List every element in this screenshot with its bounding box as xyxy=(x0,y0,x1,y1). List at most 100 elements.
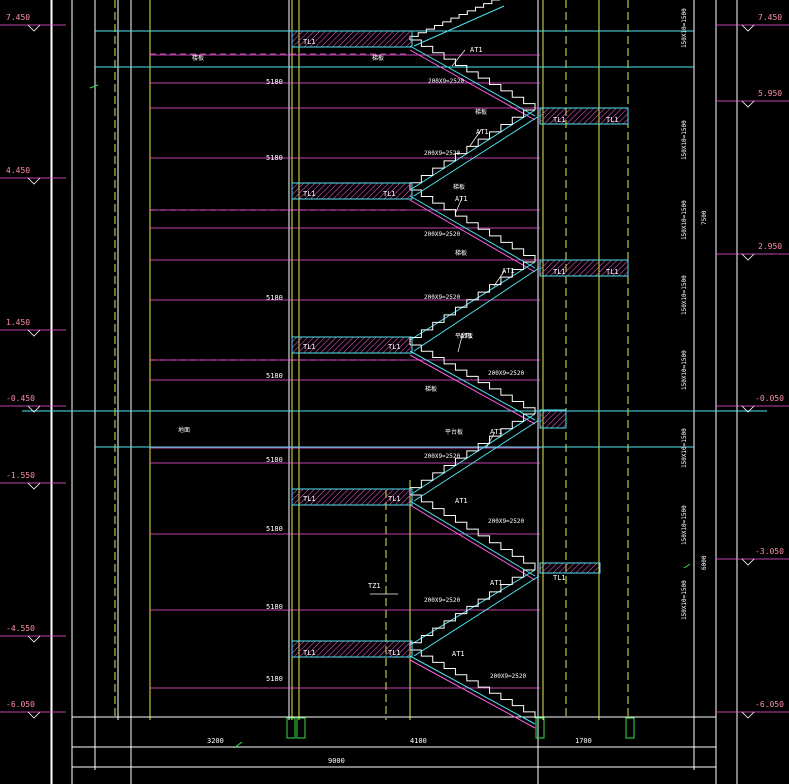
dim-5180: 5180 xyxy=(266,372,283,380)
stair-steps xyxy=(410,39,536,110)
stair-soffit-hatch xyxy=(409,354,536,425)
stair-steps xyxy=(410,649,536,718)
at-tag: AT1 xyxy=(455,195,468,203)
leader-line xyxy=(485,431,496,449)
at-tag: AT1 xyxy=(502,267,515,275)
bottom-dims: 3200 4100 1700 9000 xyxy=(207,737,592,765)
vertical-dim: 150X10=1500 xyxy=(681,350,688,390)
beam-tag: TL1 xyxy=(388,343,401,351)
stair-soffit xyxy=(413,575,540,657)
dim-5180: 5180 xyxy=(266,456,283,464)
stair-soffit xyxy=(413,5,505,47)
level-marker-triangle xyxy=(27,24,41,32)
landing-slab xyxy=(539,259,629,277)
vertical-dim: 150X10=1500 xyxy=(681,580,688,620)
level-label-right: 7.450 xyxy=(758,13,782,22)
level-marker-triangle xyxy=(741,24,755,32)
at-tag: AT1 xyxy=(476,128,489,136)
stair-stringer xyxy=(409,569,536,646)
stair-soffit xyxy=(413,267,540,352)
landing-slab xyxy=(539,107,629,125)
beam-tag: TL1 xyxy=(303,343,316,351)
right-vertical-dims: 150X10=1500 150X10=1500 150X10=1500 150X… xyxy=(681,8,708,620)
level-label-right: 5.950 xyxy=(758,89,782,98)
step-spec: 200X9=2520 xyxy=(424,453,461,460)
stair-soffit xyxy=(409,350,536,421)
level-label-left: -6.050 xyxy=(6,700,35,709)
floor-tag: 平台板 xyxy=(445,428,463,436)
step-spec: 200X9=2520 xyxy=(488,518,525,525)
beam-tag: TL1 xyxy=(388,495,401,503)
stair-steps xyxy=(410,494,536,570)
level-label-left: 4.450 xyxy=(6,166,30,175)
landing-slab xyxy=(291,640,413,658)
dim-5180: 5180 xyxy=(266,675,283,683)
level-marker-triangle xyxy=(27,635,41,643)
stair-steps xyxy=(410,189,536,262)
level-marker-triangle xyxy=(27,711,41,719)
level-marker-triangle xyxy=(27,405,41,413)
break-mark xyxy=(233,741,243,749)
level-marker-triangle xyxy=(741,558,755,566)
stair-soffit xyxy=(409,500,536,577)
floor-tag: 梯板 xyxy=(455,249,467,257)
beam-tag: TL1 xyxy=(606,116,619,124)
foundation-outline xyxy=(94,716,695,748)
step-spec: 200X9=2520 xyxy=(428,78,465,85)
stair-soffit xyxy=(413,115,540,197)
annotation-texts xyxy=(89,49,691,749)
leader-line xyxy=(469,129,482,147)
level-label-left: -4.550 xyxy=(6,624,35,633)
beam-tag: TL1 xyxy=(553,116,566,124)
flight-tags: AT1 AT1 AT1 AT1 AT1 AT1 AT1 AT1 AT1 200X… xyxy=(266,46,527,683)
pile-cap xyxy=(625,717,635,739)
beam-tag: TL1 xyxy=(553,268,566,276)
step-spec: 200X9=2520 xyxy=(424,231,461,238)
vertical-dim: 150X10=1500 xyxy=(681,428,688,468)
vertical-dim: 6000 xyxy=(701,555,708,570)
floor-tag: 地面 xyxy=(178,426,190,434)
leader-line xyxy=(454,197,463,215)
floor-tag: 平台板 xyxy=(455,332,473,340)
level-marker-triangle xyxy=(27,329,41,337)
landing-slab xyxy=(291,30,413,48)
floor-tag: 梯板 xyxy=(425,385,437,393)
leader-line xyxy=(451,49,466,67)
step-spec: 200X9=2520 xyxy=(424,294,461,301)
stair-soffit xyxy=(409,45,536,117)
floor-tag: 梯板 xyxy=(372,54,384,62)
vertical-dim: 150X10=1500 xyxy=(681,120,688,160)
level-label-right: -6.050 xyxy=(755,700,784,709)
stair-steps xyxy=(409,109,535,190)
stair-soffit xyxy=(409,195,536,269)
foundation-outline xyxy=(71,716,717,768)
dim-5180: 5180 xyxy=(266,294,283,302)
level-marker-triangle xyxy=(741,711,755,719)
level-label-left: -1.550 xyxy=(6,471,35,480)
at-tag: AT1 xyxy=(460,332,473,340)
level-marker-triangle xyxy=(27,482,41,490)
pile-cap xyxy=(286,717,296,739)
dim-5180: 5180 xyxy=(266,603,283,611)
stair-soffit-hatch xyxy=(409,659,536,729)
stair-steps xyxy=(409,413,535,495)
step-spec: 200X9=2520 xyxy=(424,597,461,604)
bottom-dim: 3200 xyxy=(207,737,224,745)
level-label-left: -0.450 xyxy=(6,394,35,403)
landing-slab xyxy=(291,182,413,200)
floor-tags: 楼板 梯板 梯板 梯板 梯板 平台板 梯板 地面 平台板 xyxy=(178,54,487,436)
level-marker-triangle xyxy=(741,253,755,261)
level-marker-triangle xyxy=(27,177,41,185)
stair-soffit-hatch xyxy=(409,199,536,273)
level-marker-triangle xyxy=(741,100,755,108)
level-label-left: 7.450 xyxy=(6,13,30,22)
break-mark xyxy=(683,563,691,569)
stair-soffit xyxy=(409,655,536,725)
column-tag: TZ1 xyxy=(368,582,381,590)
stair-soffit-hatch xyxy=(409,504,536,581)
beam-tag: TL1 xyxy=(303,38,316,46)
leader-line xyxy=(493,269,506,287)
step-spec: 200X9=2520 xyxy=(488,370,525,377)
level-label-right: -3.050 xyxy=(755,547,784,556)
